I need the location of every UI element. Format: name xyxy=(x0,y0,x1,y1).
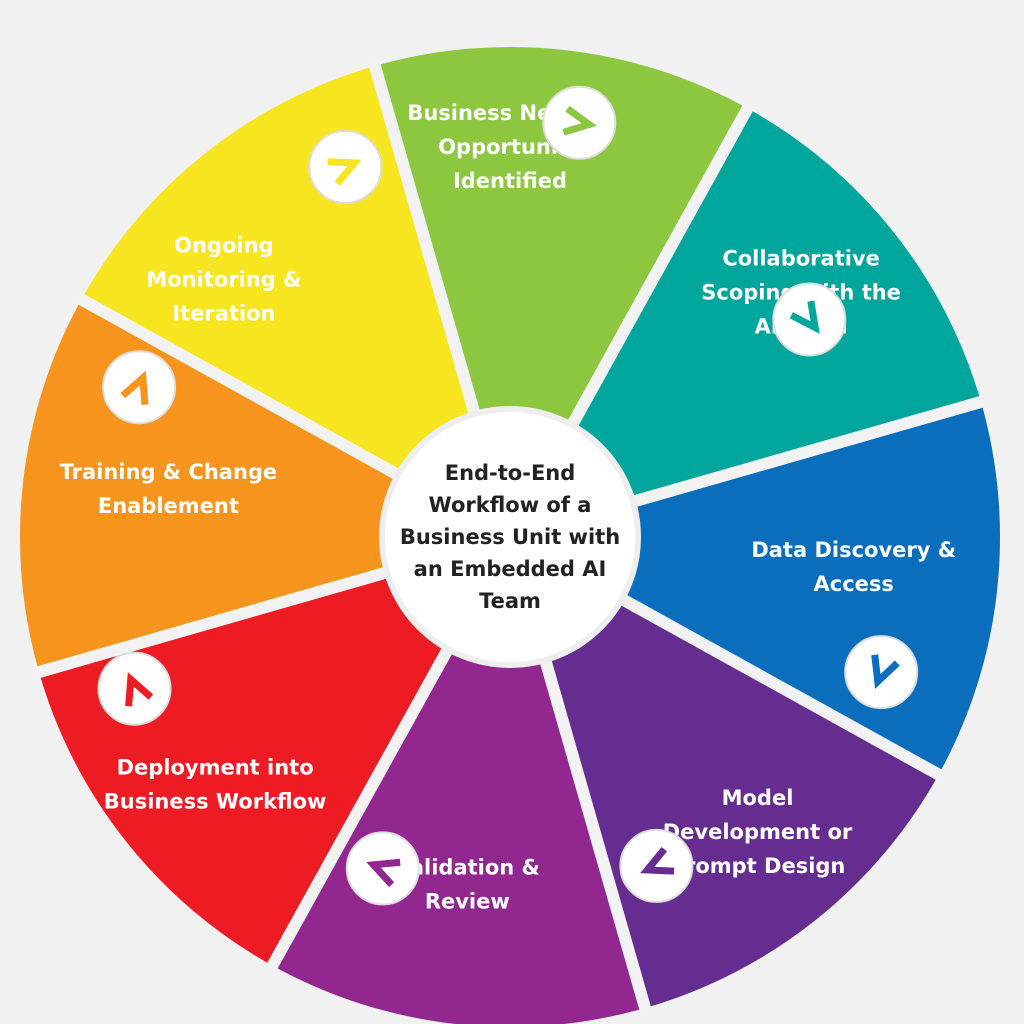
chevron-arrow-icon xyxy=(308,130,383,204)
chevron-arrow-icon xyxy=(619,828,694,903)
chevron-arrow-icon xyxy=(345,831,420,906)
chevron-arrow-icon xyxy=(102,350,177,425)
chevron-arrow-icon xyxy=(772,282,847,357)
wheel-segment-1 xyxy=(374,46,748,537)
chevron-arrow-icon xyxy=(844,635,919,710)
center-circle xyxy=(379,406,641,668)
chevron-arrow-icon xyxy=(97,651,172,726)
chevron-arrow-icon xyxy=(542,85,617,160)
segment-label-5: Validation &Review xyxy=(395,855,540,913)
segment-label-3: Data Discovery &Access xyxy=(751,538,956,596)
connector-badges xyxy=(97,85,919,906)
wheel-segment-5 xyxy=(272,537,646,1024)
